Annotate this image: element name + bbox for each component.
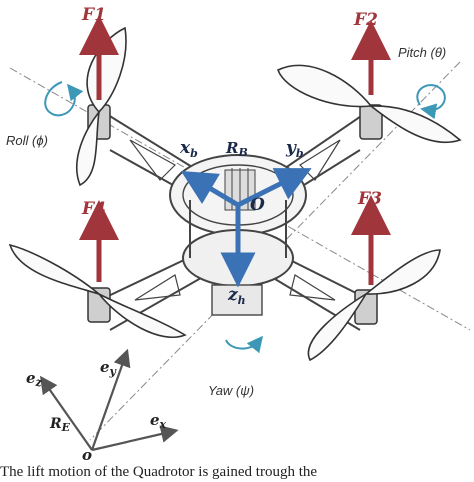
motors xyxy=(87,104,383,325)
earth-frame-name: RE xyxy=(49,416,71,434)
body-x-label: xb xyxy=(179,138,198,160)
earth-x-label: ex xyxy=(150,411,167,431)
body-frame-name: RB xyxy=(225,139,248,159)
force-arrows xyxy=(79,15,391,285)
body-y-label: yb xyxy=(285,138,304,160)
pitch-label: Pitch (θ) xyxy=(398,45,446,60)
earth-origin-label: o xyxy=(82,446,92,464)
body-frame-axes xyxy=(180,168,312,288)
body-z-label: zh xyxy=(227,285,246,307)
force-label-f3: F3 xyxy=(357,189,382,209)
force-label-f1: F1 xyxy=(81,5,106,25)
earth-y-label: ey xyxy=(100,358,118,378)
force-label-f4: F4 xyxy=(81,199,106,219)
rotation-arrows xyxy=(44,81,446,354)
earth-frame-axes xyxy=(39,348,179,452)
force-label-f2: F2 xyxy=(353,10,378,30)
roll-label: Roll (ϕ) xyxy=(6,133,48,148)
body-origin-label: O xyxy=(250,195,265,215)
earth-z-label: ez xyxy=(26,369,43,389)
yaw-label: Yaw (ψ) xyxy=(208,383,254,398)
figure-caption: The lift motion of the Quadrotor is gain… xyxy=(0,464,318,480)
